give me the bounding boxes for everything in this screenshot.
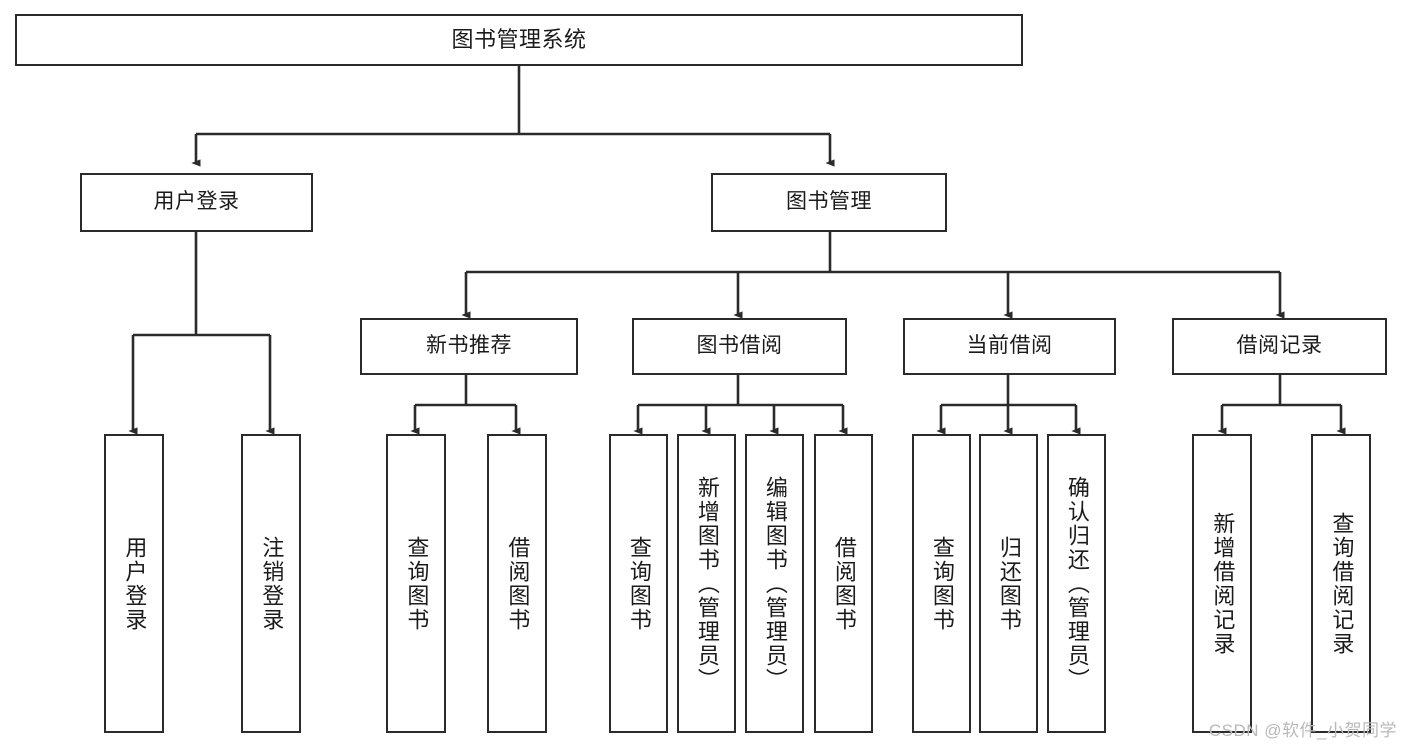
node-label: 新增图书（管理员） <box>694 475 720 692</box>
leaf-borrow-edit-book[interactable]: 编辑图书（管理员） <box>745 434 804 733</box>
node-label: 图书借阅 <box>696 334 783 358</box>
node-book-borrow[interactable]: 图书借阅 <box>632 318 847 375</box>
node-borrow-record[interactable]: 借阅记录 <box>1172 318 1387 375</box>
node-root-system[interactable]: 图书管理系统 <box>15 14 1023 66</box>
node-label: 查询图书 <box>626 535 652 632</box>
node-label: 当前借阅 <box>966 334 1053 358</box>
node-label: 注销登录 <box>259 535 285 632</box>
leaf-borrow-query-book[interactable]: 查询图书 <box>609 434 668 733</box>
node-current-borrow[interactable]: 当前借阅 <box>903 318 1116 375</box>
node-label: 用户登录 <box>122 535 148 632</box>
node-label: 新增借阅记录 <box>1210 511 1236 656</box>
node-label: 用户登录 <box>153 190 240 214</box>
leaf-current-query-book[interactable]: 查询图书 <box>912 434 971 733</box>
leaf-record-add[interactable]: 新增借阅记录 <box>1192 434 1252 733</box>
node-label: 确认归还（管理员） <box>1064 475 1090 692</box>
leaf-record-query[interactable]: 查询借阅记录 <box>1311 434 1371 733</box>
node-book-management[interactable]: 图书管理 <box>711 173 947 232</box>
node-label: 归还图书 <box>996 535 1022 632</box>
leaf-current-return-book[interactable]: 归还图书 <box>979 434 1038 733</box>
node-label: 借阅图书 <box>831 535 857 632</box>
leaf-borrow-borrow-book[interactable]: 借阅图书 <box>814 434 873 733</box>
node-label: 查询图书 <box>404 535 430 632</box>
leaf-borrow-add-book[interactable]: 新增图书（管理员） <box>677 434 736 733</box>
node-label: 借阅图书 <box>505 535 531 632</box>
node-label: 查询借阅记录 <box>1329 511 1355 656</box>
node-label: 查询图书 <box>929 535 955 632</box>
node-label: 借阅记录 <box>1236 334 1323 358</box>
leaf-current-confirm-return[interactable]: 确认归还（管理员） <box>1047 434 1106 733</box>
node-label: 新书推荐 <box>426 334 512 358</box>
leaf-new-book-borrow[interactable]: 借阅图书 <box>487 434 547 733</box>
leaf-user-login-logout[interactable]: 注销登录 <box>241 434 301 733</box>
leaf-new-book-query[interactable]: 查询图书 <box>386 434 446 733</box>
leaf-user-login-login[interactable]: 用户登录 <box>104 434 164 733</box>
node-user-login[interactable]: 用户登录 <box>80 173 313 232</box>
node-new-book-recommend[interactable]: 新书推荐 <box>360 318 578 375</box>
node-label: 图书管理系统 <box>451 27 587 53</box>
watermark: CSDN @软件_小贺同学 <box>1208 721 1397 740</box>
node-label: 图书管理 <box>786 190 872 214</box>
node-label: 编辑图书（管理员） <box>762 475 788 692</box>
